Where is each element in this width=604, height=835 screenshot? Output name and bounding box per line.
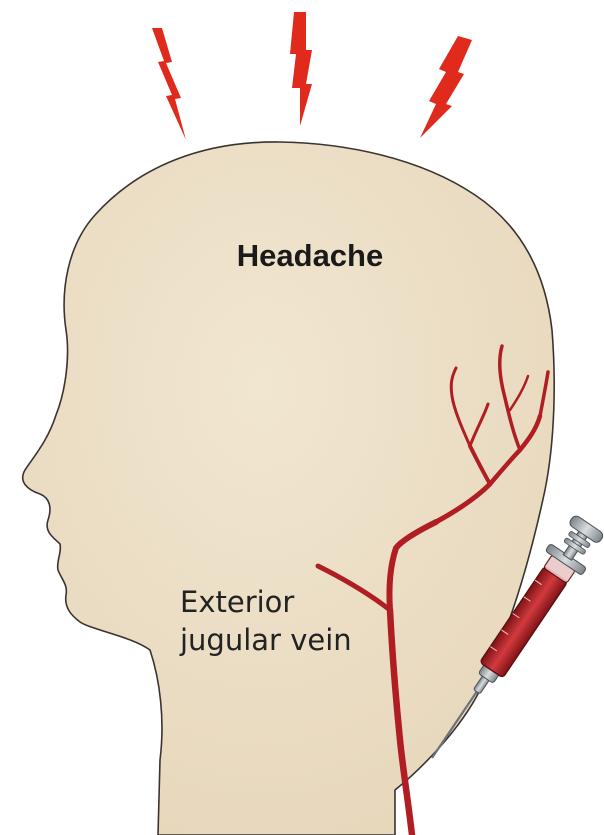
lightning-bolt-icon-left bbox=[152, 28, 186, 140]
lightning-bolt-icon-center bbox=[290, 12, 312, 126]
vein-label-line2: jugular vein bbox=[179, 623, 352, 657]
lightning-bolt-icon-right bbox=[420, 36, 472, 138]
headache-label: Headache bbox=[237, 238, 383, 273]
vein-label-line1: Exterior bbox=[180, 585, 294, 619]
